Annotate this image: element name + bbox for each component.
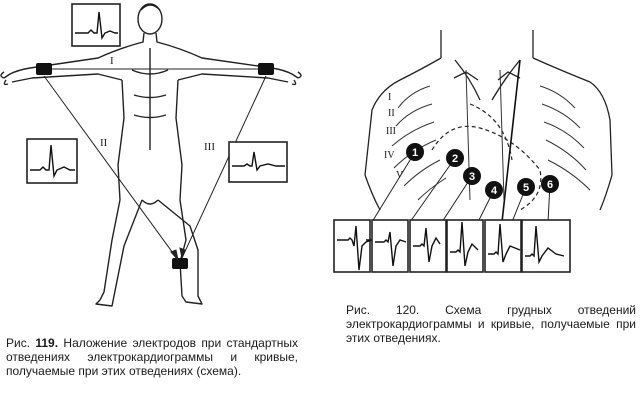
ecg-box-frame <box>333 219 371 273</box>
ribs <box>391 85 591 201</box>
ecg-trace <box>337 225 373 271</box>
caption-119-prefix: Рис. <box>6 336 36 350</box>
caption-fig-120: Рис. 120. Схема грудных отведений электр… <box>346 303 636 345</box>
electrode-number: 1 <box>412 147 418 159</box>
chest-electrode-1: 1 <box>406 143 424 161</box>
chest-electrode-2: 2 <box>446 149 464 167</box>
electrode-dot <box>517 178 535 196</box>
caption-119-text: Наложение электродов при стандартных отв… <box>6 336 299 378</box>
caption-119-number: 119. <box>35 336 59 350</box>
chest-electrode-6: 6 <box>541 175 559 193</box>
ecg-box-frame <box>484 219 522 273</box>
ecg-box-lead-i <box>71 3 121 47</box>
electrode-number: 3 <box>469 171 475 183</box>
midclavicular-line <box>499 59 521 241</box>
ecg-trace <box>413 227 441 263</box>
ecg-box-lead-ii <box>26 138 78 184</box>
ecg-trace <box>375 231 407 267</box>
left-arm-electrode <box>258 63 274 75</box>
electrode-dot <box>485 181 503 199</box>
ecg-box-frame <box>371 219 409 273</box>
chest-ecg-box-v4 <box>446 219 484 273</box>
electrode-number: 5 <box>523 182 529 194</box>
ecg-trace <box>488 223 521 263</box>
chest-electrode-4: 4 <box>485 181 503 199</box>
lead-label-ii: II <box>100 137 108 149</box>
rib-label-iii: III <box>386 126 396 137</box>
chest-ecg-boxes <box>333 219 571 273</box>
rib-label-i: I <box>388 92 391 103</box>
ecg-box-lead-iii <box>228 141 288 183</box>
chest-ecg-box-v5 <box>484 219 522 273</box>
electrode-number: 6 <box>547 179 553 191</box>
chest-electrode-5: 5 <box>517 178 535 196</box>
ecg-trace <box>450 221 479 267</box>
limb-electrodes <box>36 63 274 269</box>
chest-electrode-3: 3 <box>463 167 481 185</box>
chest-ecg-box-v6 <box>521 219 571 273</box>
lead-label-iii: III <box>204 141 215 153</box>
electrode-dot <box>406 143 424 161</box>
chest-ecg-box-v1 <box>333 219 373 273</box>
electrode-dot <box>463 167 481 185</box>
right-arm-electrode <box>36 63 52 75</box>
lead-label-i: I <box>110 55 114 67</box>
rib-label-iv: IV <box>384 150 395 161</box>
chest-ecg-box-v2 <box>371 219 409 273</box>
chest-outline <box>364 30 613 211</box>
electrode-number: 4 <box>491 185 498 197</box>
electrode-dot <box>541 175 559 193</box>
ecg-trace <box>525 225 565 265</box>
caption-fig-119: Рис. 119. Наложение электродов при станд… <box>6 336 298 378</box>
electrode-dot <box>446 149 464 167</box>
ecg-box-frame <box>521 219 571 273</box>
left-leg-electrode <box>172 258 188 269</box>
rib-label-ii: II <box>388 108 395 119</box>
lead-lines <box>43 68 267 262</box>
chest-ecg-box-v3 <box>409 219 447 273</box>
electrode-number: 2 <box>452 153 458 165</box>
